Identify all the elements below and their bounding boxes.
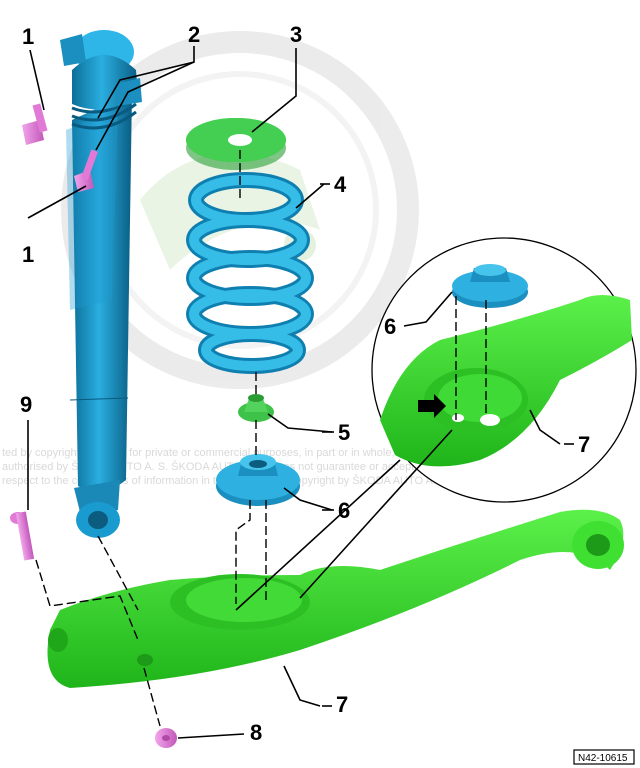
callout-5: 5	[338, 420, 350, 445]
lower-spring-seat	[216, 454, 300, 506]
coil-spring	[186, 172, 314, 374]
callout-8: 8	[250, 720, 262, 745]
callout-7-inset: 7	[578, 432, 590, 457]
bolt-lower-9	[10, 511, 35, 561]
callout-6-main: 6	[338, 498, 350, 523]
figure-code-label: N42-10615	[573, 749, 635, 765]
callout-1-top: 1	[22, 24, 34, 49]
bump-stop	[238, 394, 274, 422]
callout-1-bottom: 1	[22, 242, 34, 267]
bolt-upper-left	[22, 103, 48, 145]
callout-2: 2	[188, 22, 200, 47]
callout-7-main: 7	[336, 692, 348, 717]
upper-spring-plate	[186, 118, 286, 170]
callout-dashes	[320, 183, 574, 707]
leader-lines	[27, 46, 561, 739]
trailing-link-arm	[47, 509, 624, 688]
callout-3: 3	[290, 22, 302, 47]
bolt-upper-right	[74, 149, 98, 192]
assembly-dash-lines	[35, 150, 487, 727]
detail-inset	[371, 237, 637, 503]
nut-8	[155, 728, 177, 748]
callout-6-inset: 6	[384, 314, 396, 339]
callout-9: 9	[20, 392, 32, 417]
callout-4: 4	[334, 172, 347, 197]
figure-code: N42-10615	[578, 753, 628, 764]
shock-absorber	[60, 30, 142, 538]
